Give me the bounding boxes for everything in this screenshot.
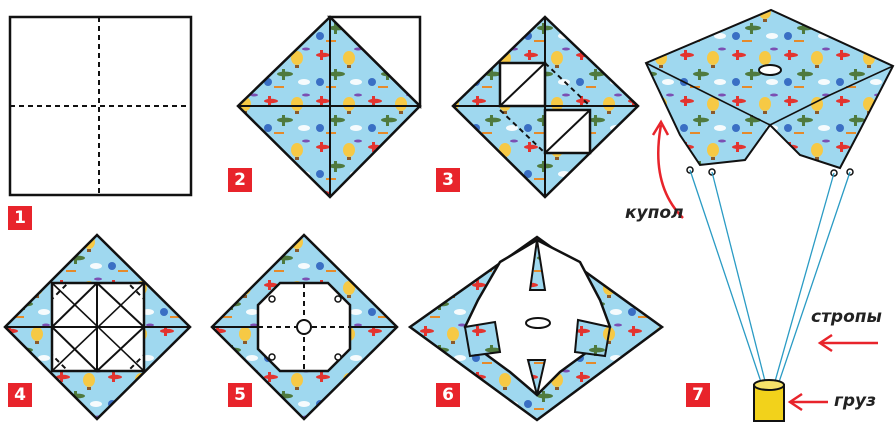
step-1-figure [10,17,191,195]
step-badge-3: 3 [436,168,460,192]
step-badge-5: 5 [228,383,252,407]
step-3-figure [453,17,638,197]
step-badge-1: 1 [8,206,32,230]
suspension-lines [690,170,850,385]
weight-label: груз [834,391,876,411]
step-2-figure [238,17,420,197]
step-badge-4: 4 [8,383,32,407]
step-badge-7: 7 [686,383,710,407]
lines-pointer-arrow [820,335,878,351]
lines-label: стропы [811,307,882,327]
step-badge-2: 2 [228,168,252,192]
canopy-label: купол [625,203,684,223]
weight-cylinder [754,380,784,421]
weight-pointer-arrow [790,394,828,410]
step-4-figure [5,235,190,419]
step-badge-6: 6 [436,383,460,407]
parachute-canopy [646,10,893,168]
